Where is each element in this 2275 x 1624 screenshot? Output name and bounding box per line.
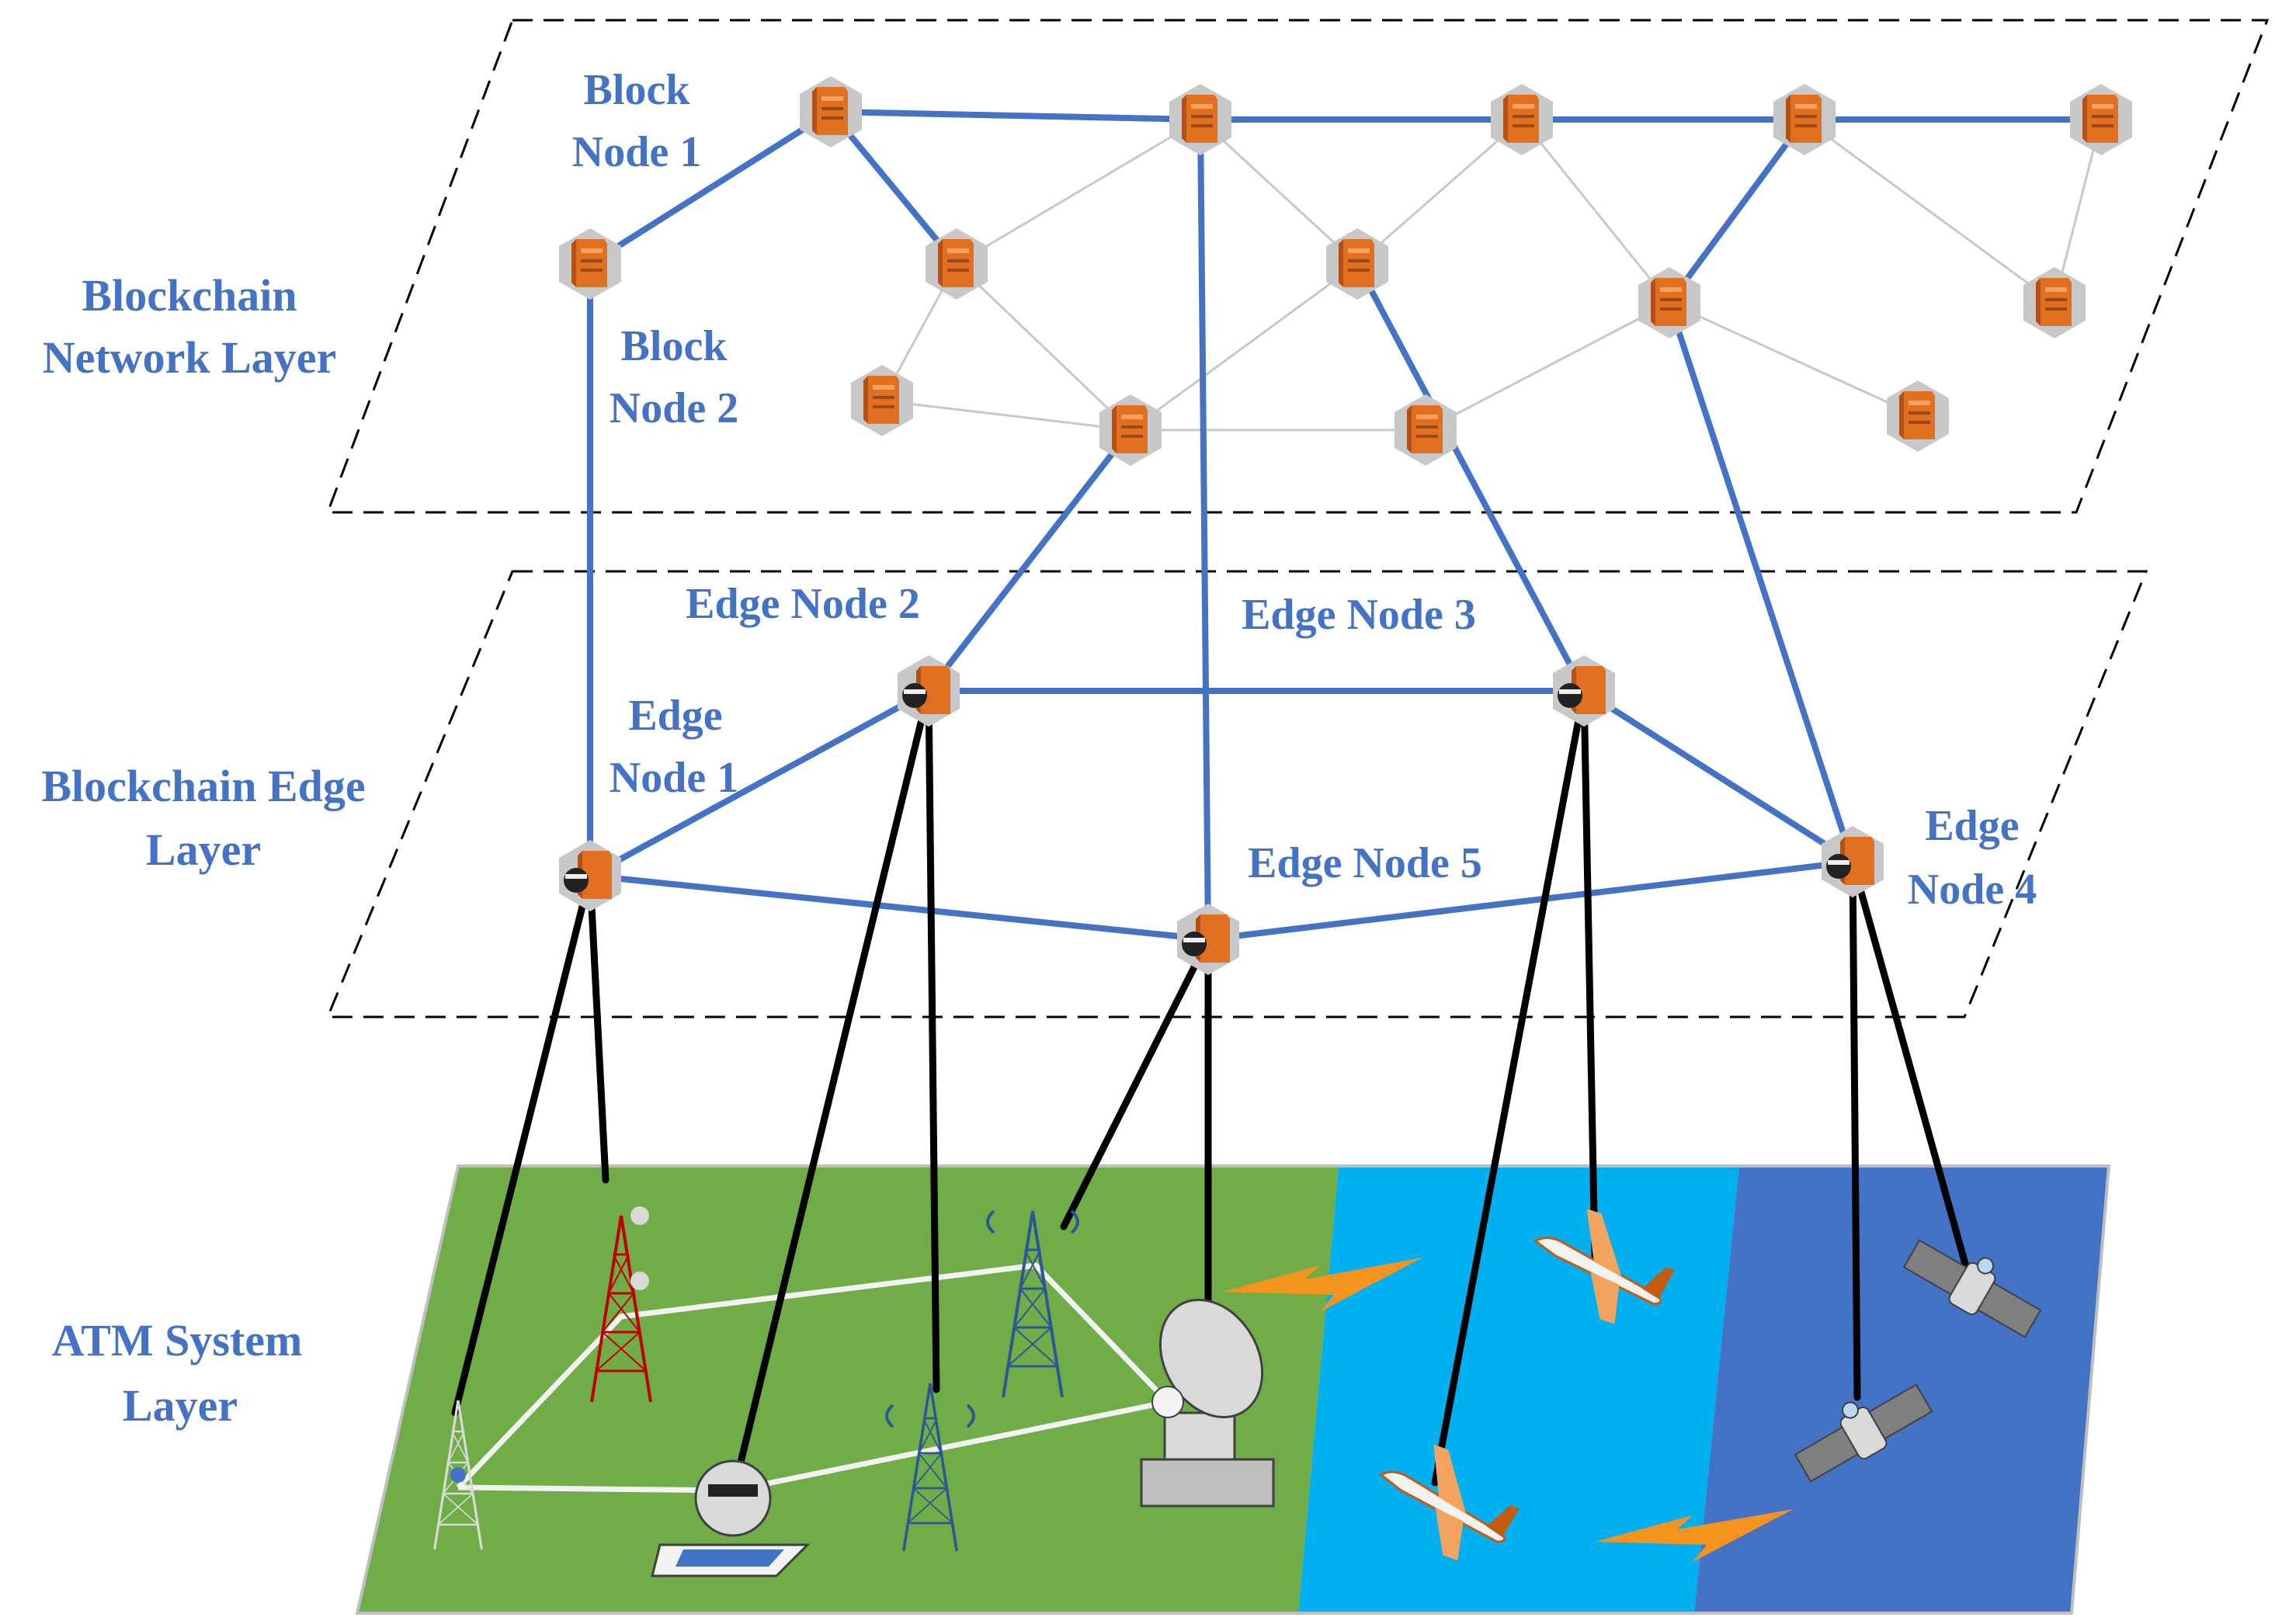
wireless-link-icon [1595,1509,1794,1562]
edge-node-5-server-icon[interactable] [1177,904,1239,975]
block-node-server-icon[interactable] [2023,267,2086,338]
edge-atm-links [451,687,1976,1487]
space-region [1694,1166,2109,1613]
edge-node-4-label-line2: Node 4 [1908,866,2037,914]
blockchain-edge-plane [325,570,2148,1018]
block-node-1-label-line1: Block [584,66,691,114]
block-node-server-icon[interactable] [1169,84,1231,155]
white-tower-icon[interactable] [433,1399,484,1551]
atm-system-layer-label-line1: ATM System [52,1315,303,1365]
blue-tower-icon[interactable] [986,1209,1079,1399]
edge-node-3-label: Edge Node 3 [1242,591,1476,639]
edge-node-labels: Edge Node 1 Edge Node 2 Edge Node 3 Edge… [610,580,2037,914]
block-node-2-label-line2: Node 2 [610,384,738,432]
air-region [1298,1166,1739,1613]
block-node-server-icon[interactable] [851,365,913,436]
blockchain-edge-layer-label-line2: Layer [146,824,261,875]
radar-dish-icon[interactable] [1140,1282,1283,1508]
blockchain-network-plane [325,19,2270,514]
ground-links [456,1262,1173,1494]
blue-tower-icon[interactable] [885,1382,975,1553]
edge-node-5-label: Edge Node 5 [1248,839,1482,887]
edge-node-1-server-icon[interactable] [559,840,621,911]
blockchain-network-layer-label-line2: Network Layer [43,332,337,383]
wireless-link-icon [1222,1258,1422,1312]
ground-plane-outline [355,1164,2111,1615]
block-node-server-icon[interactable] [1395,394,1457,466]
blockchain-network-layer-label-line1: Blockchain [82,270,297,321]
block-node-server-icon[interactable] [1326,228,1388,300]
edge-node-3-server-icon[interactable] [1553,655,1615,727]
block-node-server-icon[interactable] [2070,84,2132,155]
blockchain-edge-layer-label-line1: Blockchain Edge [41,761,365,811]
red-tower-icon[interactable] [590,1206,652,1404]
block-node-1-label-line2: Node 1 [572,128,701,176]
block-node-2-label-line1: Block [621,322,728,370]
radar-operator-icon[interactable] [651,1459,811,1577]
blockchain-links [587,109,2104,942]
edge-node-1-label-line1: Edge [628,692,722,740]
block-node-labels: Block Node 1 Block Node 2 [572,66,738,432]
edge-node-1-label-line2: Node 1 [610,754,738,802]
edge-nodes [559,655,1884,975]
edge-node-2-label: Edge Node 2 [686,580,920,628]
edge-node-4-server-icon[interactable] [1822,826,1884,897]
block-node-2-server-icon[interactable] [559,228,621,300]
block-node-server-icon[interactable] [1887,380,1949,452]
block-node-server-icon[interactable] [1491,84,1553,155]
network-mesh-links [880,118,2103,432]
atm-system-layer-label-line2: Layer [123,1380,238,1431]
layer-labels: Blockchain Network Layer Blockchain Edge… [41,270,365,1431]
atm-ground-plane [355,1164,2111,1615]
ground-region [357,1166,1339,1613]
edge-node-4-label-line1: Edge [1925,802,2019,850]
